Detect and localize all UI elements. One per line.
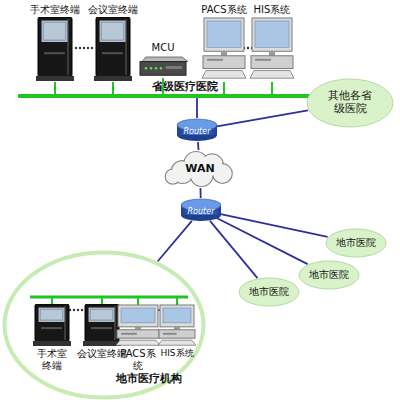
network-link [210, 221, 257, 278]
group-outline [5, 253, 204, 398]
network-link [221, 214, 328, 237]
device-label: 会议室终端 [88, 4, 138, 16]
network-link [196, 98, 198, 118]
group-label: 地市医疗机构 [116, 373, 182, 386]
oval-outline [239, 278, 299, 306]
tower-illustration [33, 304, 71, 346]
mcu-illustration [140, 57, 188, 75]
cloud-outline [165, 152, 232, 187]
router-label: Router [188, 207, 215, 216]
pc-illustration [202, 18, 246, 78]
tower-illustration [36, 17, 74, 81]
network-link [54, 82, 56, 94]
lan-bus: 省级医疗医院 [18, 94, 340, 98]
institution-group: 地市医疗机构 手术室终端会议室终端PACS系统HIS系统 [2, 250, 206, 400]
device-label: HIS系统 [254, 4, 291, 16]
oval-label: 地市医院 [309, 269, 349, 281]
tower-art [28, 17, 82, 81]
network-link [158, 221, 192, 261]
terminal-device: 会议室终端 [86, 4, 140, 82]
tower-illustration [94, 17, 132, 81]
oval-outline [307, 79, 393, 127]
pc-art [116, 304, 160, 346]
workstation-device: PACS系统 [200, 4, 248, 82]
device-label: HIS系统 [160, 348, 193, 358]
router-label: Router [184, 127, 211, 136]
mcu-art [136, 55, 190, 77]
router-node: Router [176, 118, 218, 142]
pc-art [248, 17, 296, 81]
network-link [112, 82, 114, 94]
network-link [197, 142, 199, 150]
device-label: 手术室终端 [30, 4, 80, 16]
pc-illustration [116, 305, 160, 345]
network-link [200, 188, 202, 198]
pc-art [200, 17, 248, 81]
hospital-oval: 其他各省级医院 [306, 78, 394, 128]
pc-illustration [250, 18, 294, 78]
tower-art [32, 304, 72, 346]
oval-outline [326, 229, 386, 257]
device-label: PACS系统 [116, 348, 160, 371]
workstation-device: HIS系统 [248, 4, 296, 82]
bus-label: 省级医疗医院 [152, 81, 218, 93]
oval-label: 其他各省级医院 [327, 90, 373, 115]
network-link [217, 110, 308, 126]
oval-label: 地市医院 [336, 237, 376, 249]
oval-label: 地市医院 [249, 286, 289, 298]
tower-illustration [83, 304, 121, 346]
network-link [271, 82, 273, 94]
device-label: 手术室终端 [36, 348, 68, 371]
pc-art [158, 304, 196, 346]
terminal-device: 手术室终端 [32, 304, 72, 374]
ellipsis-dots [69, 47, 253, 311]
device-label: MCU [152, 42, 175, 54]
router-cylinder [177, 119, 217, 141]
wan-cloud: WAN [160, 150, 240, 188]
workstation-device: HIS系统 [158, 304, 196, 364]
tower-art [86, 17, 140, 81]
hospital-oval: 地市医院 [238, 277, 300, 307]
router-node: Router [180, 198, 222, 222]
network-link [217, 218, 308, 264]
router-cylinder [181, 199, 221, 221]
mcu-device: MCU [136, 42, 190, 78]
terminal-device: 手术室终端 [28, 4, 82, 82]
device-label: 会议室终端 [77, 348, 127, 360]
workstation-device: PACS系统 [116, 304, 160, 364]
network-link [223, 82, 225, 94]
oval-outline [299, 261, 359, 289]
pc-illustration [158, 305, 196, 345]
hospital-oval: 地市医院 [298, 260, 360, 290]
cloud-label: WAN [185, 163, 214, 176]
device-label: PACS系统 [201, 4, 246, 16]
hospital-oval: 地市医院 [325, 228, 387, 258]
